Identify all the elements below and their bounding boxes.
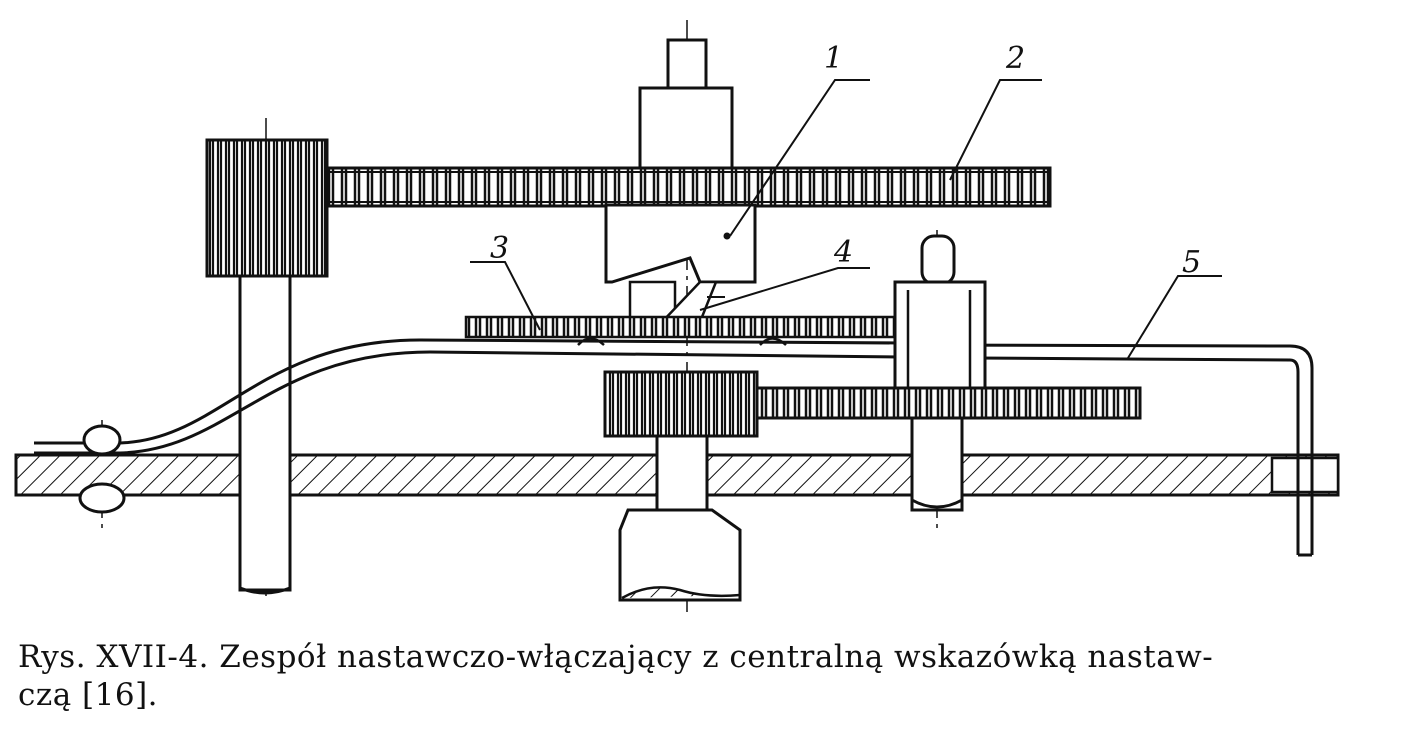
part-numbers: 1 2 3 4 5: [490, 41, 1201, 280]
center-upper-shaft: [638, 38, 734, 172]
center-lower-shaft: [618, 428, 742, 602]
leader-lines: [470, 79, 1222, 359]
left-pinion: [205, 138, 329, 278]
label-4: 4: [833, 235, 853, 270]
label-5: 5: [1182, 245, 1201, 280]
wheel-2-large-gear: [326, 166, 1052, 208]
figure-caption: Rys. XVII-4. Zespół nastawczo-włączający…: [18, 638, 1378, 714]
label-2: 2: [1005, 41, 1025, 76]
caption-line-2: czą [16].: [18, 677, 159, 713]
caption-line-1: Rys. XVII-4. Zespół nastawczo-włączający…: [18, 639, 1214, 675]
left-shaft: [238, 268, 292, 595]
lower-gear-train: [603, 370, 1142, 438]
right-post: [893, 234, 987, 512]
part-1-hub: [604, 203, 757, 324]
label-3: 3: [490, 231, 509, 266]
part-5-lever-spring: [34, 338, 1314, 557]
label-1: 1: [824, 41, 843, 76]
